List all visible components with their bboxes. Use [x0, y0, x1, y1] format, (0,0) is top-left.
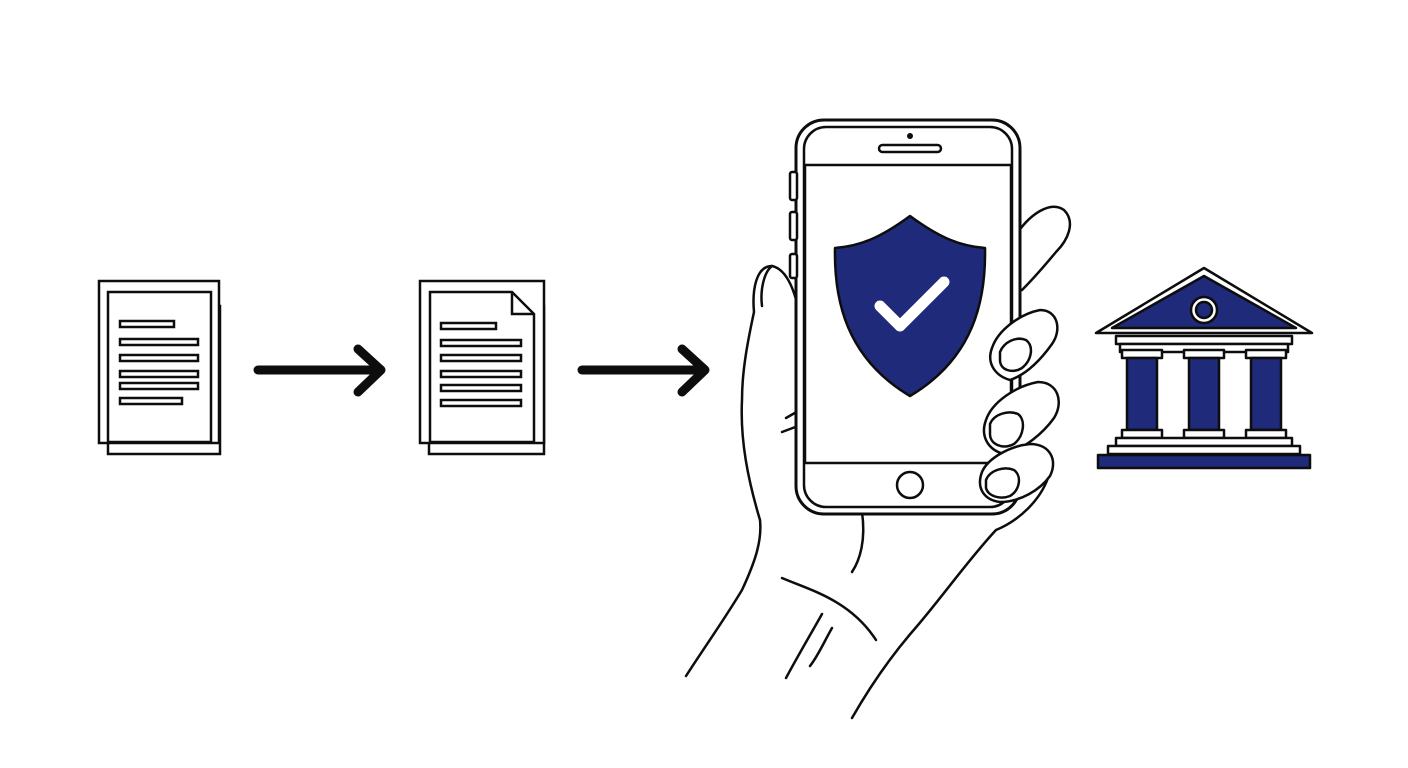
bank-columns: [1122, 350, 1286, 438]
stacked-documents-icon: [99, 281, 220, 454]
bank-building-icon: [1096, 268, 1312, 468]
phone-camera: [907, 133, 913, 139]
folded-document-icon: [420, 281, 544, 454]
hand-holding-phone-icon: [686, 120, 1070, 718]
arrow-right-icon: [582, 349, 705, 392]
phone-home-button: [897, 472, 923, 498]
arrow-right-icon: [258, 349, 381, 392]
phone-speaker: [879, 145, 941, 152]
